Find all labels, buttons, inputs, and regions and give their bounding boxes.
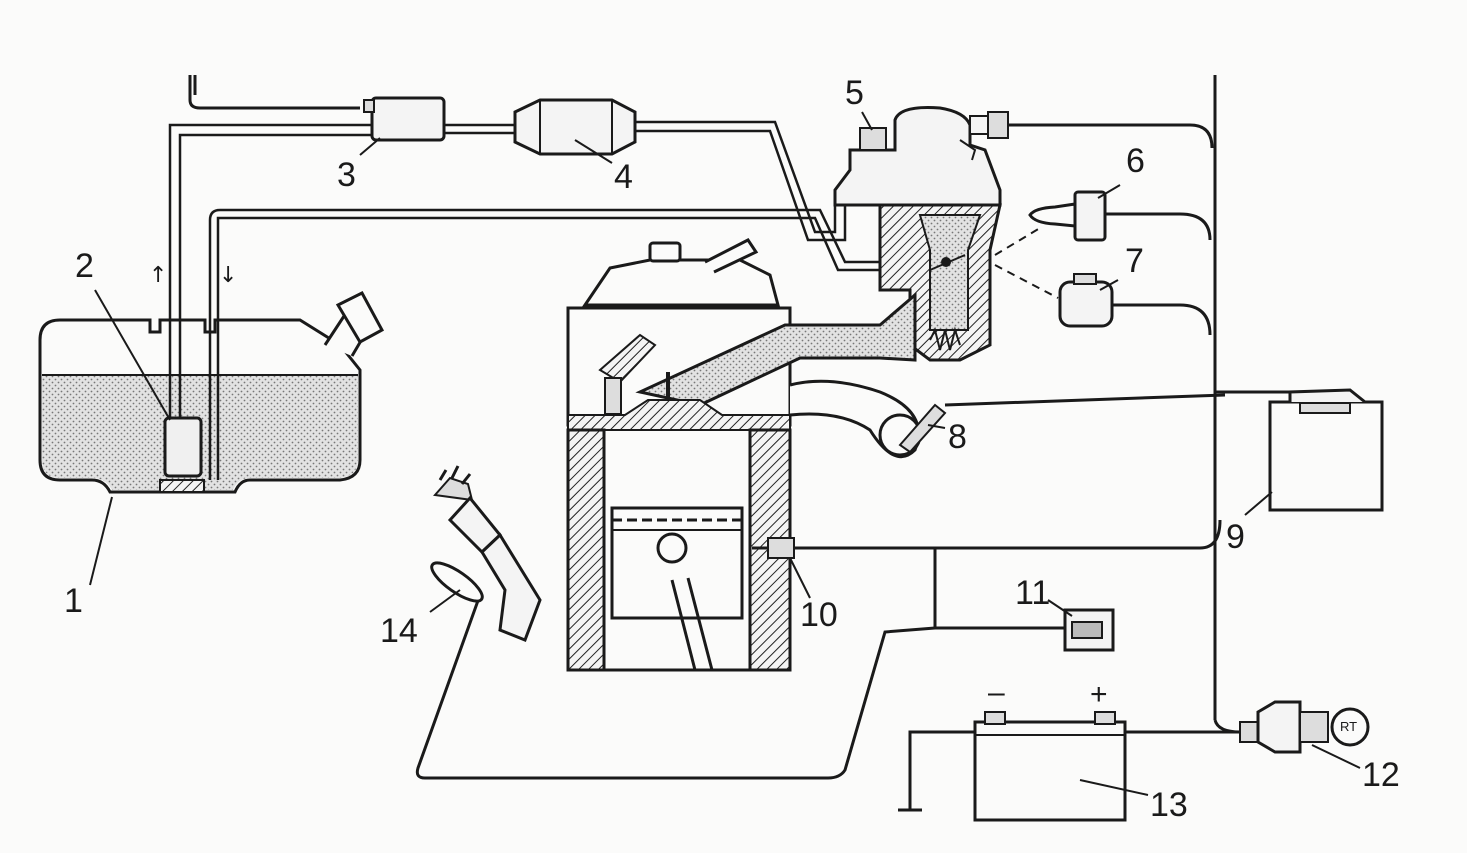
label-9: 9 xyxy=(1226,518,1245,556)
fuel-pump xyxy=(159,416,205,493)
ignition-switch-lamp xyxy=(1239,700,1370,754)
label-6: 6 xyxy=(1126,142,1145,180)
throttle-position-sensor xyxy=(994,190,1212,256)
fuel-lines xyxy=(168,75,890,480)
lamp-rt-text: RT xyxy=(1340,719,1357,734)
battery xyxy=(973,711,1127,822)
fuel-pump-relay xyxy=(363,96,446,142)
battery-negative-sign: – xyxy=(988,676,1005,709)
label-11: 11 xyxy=(1015,574,1050,612)
down-arrow-icon: ↓ xyxy=(219,263,237,288)
coolant-temperature-sensor xyxy=(752,537,795,559)
diagnostic-connector xyxy=(1063,608,1115,652)
up-arrow-icon: ↑ xyxy=(149,263,167,288)
label-12: 12 xyxy=(1362,756,1400,794)
wiring-harness xyxy=(415,75,1290,812)
oxygen-sensor xyxy=(878,393,1226,457)
battery-positive-sign: + xyxy=(1090,678,1108,711)
label-14: 14 xyxy=(380,612,418,650)
label-3: 3 xyxy=(337,156,356,194)
label-8: 8 xyxy=(948,418,967,456)
engine xyxy=(566,238,920,672)
label-7: 7 xyxy=(1125,242,1144,280)
label-10: 10 xyxy=(800,596,838,634)
label-2: 2 xyxy=(75,247,94,285)
idle-air-control-valve xyxy=(994,264,1212,336)
leader-lines xyxy=(89,111,1361,796)
fuel-filter xyxy=(513,98,637,156)
ignition-distributor xyxy=(430,465,542,642)
throttle-injector-unit xyxy=(833,106,1009,362)
label-5: 5 xyxy=(845,74,864,112)
label-1: 1 xyxy=(64,582,83,620)
label-4: 4 xyxy=(614,158,633,196)
fuel-tank xyxy=(38,291,385,494)
engine-control-unit xyxy=(1268,388,1384,512)
label-13: 13 xyxy=(1150,786,1188,824)
